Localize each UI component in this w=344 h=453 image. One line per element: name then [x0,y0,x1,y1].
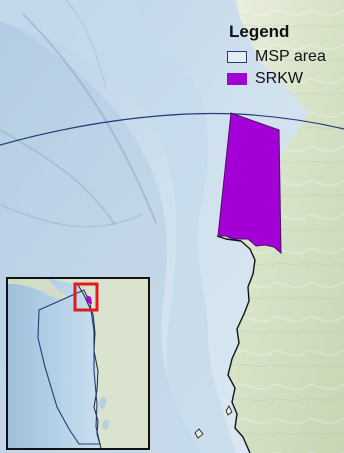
inset-vancouver-island [8,279,67,300]
map-legend: Legend MSP area SRKW [227,22,344,90]
msp-area-boundary [0,112,344,146]
canyon-line [0,129,116,226]
inset-highlight-box [73,282,99,312]
srkw-swatch [227,73,247,85]
small-island [194,428,204,439]
inset-bay [99,396,107,409]
canyon-line [22,13,157,224]
inset-map-svg [8,279,148,448]
inset-map [6,277,150,450]
small-island [225,405,233,416]
legend-item-srkw: SRKW [227,68,344,90]
inset-bay [102,419,109,430]
legend-label-srkw: SRKW [255,70,303,87]
legend-item-msp-area: MSP area [227,46,344,68]
srkw-area [217,112,282,255]
coastline [216,235,256,453]
inset-srkw-area [86,295,92,304]
inset-msp-area [37,289,101,445]
msp-area-swatch [227,51,247,63]
legend-label-msp-area: MSP area [255,48,326,65]
continental-shelf-shading [0,0,235,453]
legend-title: Legend [229,22,290,41]
canyon-line [0,204,144,228]
canyon-line [65,0,107,90]
inset-land [52,279,148,448]
